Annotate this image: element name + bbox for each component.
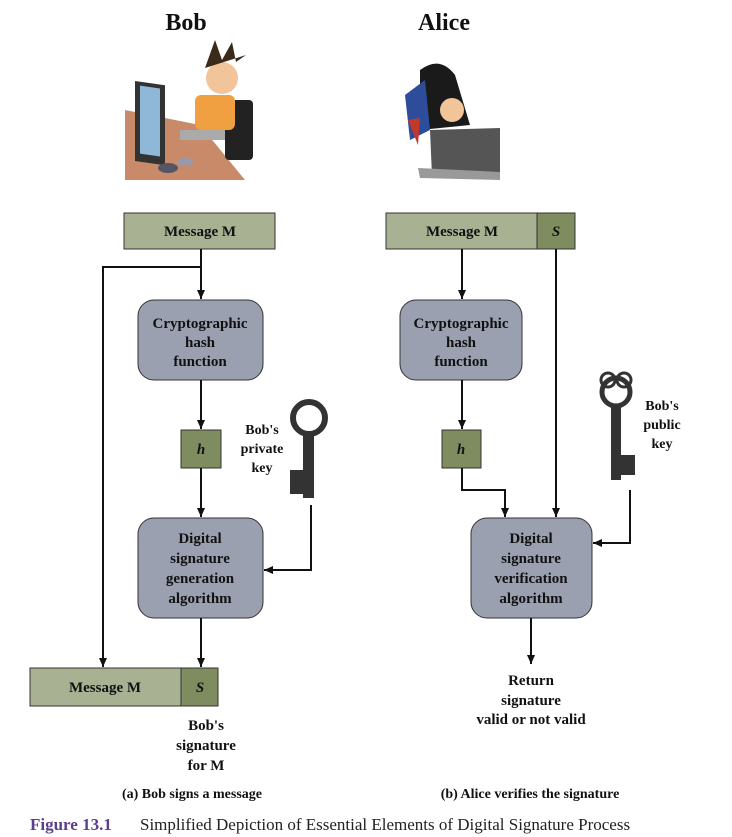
svg-text:signature: signature bbox=[170, 551, 230, 567]
svg-text:hash: hash bbox=[446, 335, 477, 351]
svg-text:Digital: Digital bbox=[178, 531, 221, 547]
bob-key-label: key bbox=[252, 461, 273, 476]
svg-text:algorithm: algorithm bbox=[168, 591, 232, 607]
alice-title: Alice bbox=[418, 10, 470, 36]
alice-illustration bbox=[405, 63, 500, 180]
arrow bbox=[264, 505, 312, 574]
bob-illustration bbox=[125, 40, 253, 180]
result-label: Return bbox=[508, 673, 554, 689]
figure-label: Figure 13.1 bbox=[30, 815, 112, 834]
bob-key-label: private bbox=[241, 442, 284, 457]
svg-text:S: S bbox=[196, 680, 204, 696]
alice-key-label: Bob's bbox=[645, 399, 679, 414]
svg-text:Message M: Message M bbox=[69, 680, 141, 696]
arrow bbox=[593, 490, 631, 547]
svg-text:verification: verification bbox=[494, 571, 568, 587]
alice-signature-verification: Digital signature verification algorithm bbox=[470, 517, 593, 619]
svg-text:signature: signature bbox=[501, 551, 561, 567]
svg-text:S: S bbox=[552, 224, 560, 240]
bob-key-label: Bob's bbox=[245, 423, 279, 438]
bob-hash-value: h bbox=[180, 429, 222, 469]
bob-private-key-icon bbox=[290, 399, 328, 498]
arrow bbox=[99, 266, 201, 667]
svg-text:Digital: Digital bbox=[509, 531, 552, 547]
alice-hash-function: Cryptographic hash function bbox=[399, 299, 523, 381]
bob-signature-label: signature bbox=[176, 738, 236, 754]
svg-text:function: function bbox=[173, 354, 227, 370]
bob-hash-function: Cryptographic hash function bbox=[137, 299, 264, 381]
svg-text:h: h bbox=[197, 442, 205, 458]
bob-signature-generation: Digital signature generation algorithm bbox=[137, 517, 264, 619]
caption-a: (a) Bob signs a message bbox=[122, 787, 262, 802]
bob-message-box: Message M bbox=[123, 212, 276, 250]
svg-text:h: h bbox=[457, 442, 465, 458]
bob-signature-label: for M bbox=[188, 758, 225, 774]
arrow bbox=[461, 468, 509, 517]
svg-text:Cryptographic: Cryptographic bbox=[414, 316, 509, 332]
alice-hash-value: h bbox=[441, 429, 482, 469]
svg-text:hash: hash bbox=[185, 335, 216, 351]
alice-key-label: key bbox=[652, 437, 673, 452]
bob-title: Bob bbox=[165, 10, 206, 36]
result-label: valid or not valid bbox=[476, 712, 586, 728]
bob-signature-label: Bob's bbox=[188, 718, 224, 734]
svg-text:Message M: Message M bbox=[164, 224, 236, 240]
svg-text:Cryptographic: Cryptographic bbox=[153, 316, 248, 332]
bob-public-key-icon bbox=[599, 371, 635, 480]
svg-text:Message M: Message M bbox=[426, 224, 498, 240]
caption-b: (b) Alice verifies the signature bbox=[441, 787, 620, 802]
figure-title: Simplified Depiction of Essential Elemen… bbox=[140, 815, 630, 834]
alice-message-box: Message M S bbox=[385, 212, 576, 250]
svg-text:generation: generation bbox=[166, 571, 235, 587]
result-label: signature bbox=[501, 693, 561, 709]
svg-text:function: function bbox=[434, 354, 488, 370]
alice-key-label: public bbox=[643, 418, 680, 433]
svg-text:algorithm: algorithm bbox=[499, 591, 563, 607]
bob-signed-message: Message M S bbox=[29, 667, 219, 707]
